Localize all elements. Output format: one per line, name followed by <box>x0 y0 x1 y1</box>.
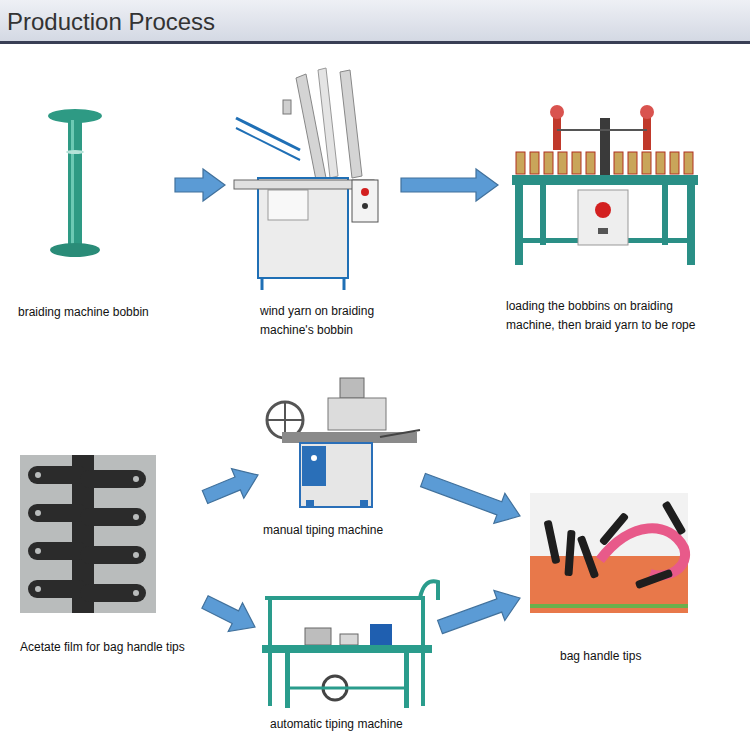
flow-arrow <box>175 169 225 201</box>
header-band <box>0 0 750 42</box>
bobbin-picture <box>48 109 102 257</box>
step-caption: wind yarn on braiding machine's bobbin <box>260 302 395 340</box>
process-step: bag handle tips <box>520 488 700 669</box>
flow-arrow <box>401 169 498 201</box>
process-step: manual tiping machine <box>258 370 423 543</box>
page-title: Production Process <box>7 9 215 35</box>
flow-arrow <box>202 596 255 632</box>
manual-tiping-machine-picture <box>267 378 420 508</box>
step-caption: automatic tiping machine <box>270 715 403 734</box>
acetate-film-picture <box>20 455 156 613</box>
process-step: Acetate film for bag handle tips <box>15 452 205 660</box>
process-step: braiding machine bobbin <box>15 100 175 325</box>
step-caption: Acetate film for bag handle tips <box>20 638 185 657</box>
bag-handle-tips-picture <box>530 493 688 613</box>
step-caption: loading the bobbins on braiding machine,… <box>506 297 721 335</box>
step-caption: braiding machine bobbin <box>18 303 149 322</box>
header-rule <box>0 41 750 44</box>
process-step: automatic tiping machine <box>255 572 440 737</box>
step-caption: manual tiping machine <box>263 521 383 540</box>
process-step: loading the bobbins on braiding machine,… <box>498 100 727 339</box>
flow-arrow <box>438 591 520 634</box>
winding-machine-picture <box>234 68 378 290</box>
automatic-tiping-machine-picture <box>262 581 438 708</box>
step-caption: bag handle tips <box>560 647 641 666</box>
braiding-machine-picture <box>512 105 698 265</box>
flow-arrow <box>202 469 258 504</box>
process-step: wind yarn on braiding machine's bobbin <box>225 60 401 344</box>
flow-arrow <box>421 473 520 523</box>
